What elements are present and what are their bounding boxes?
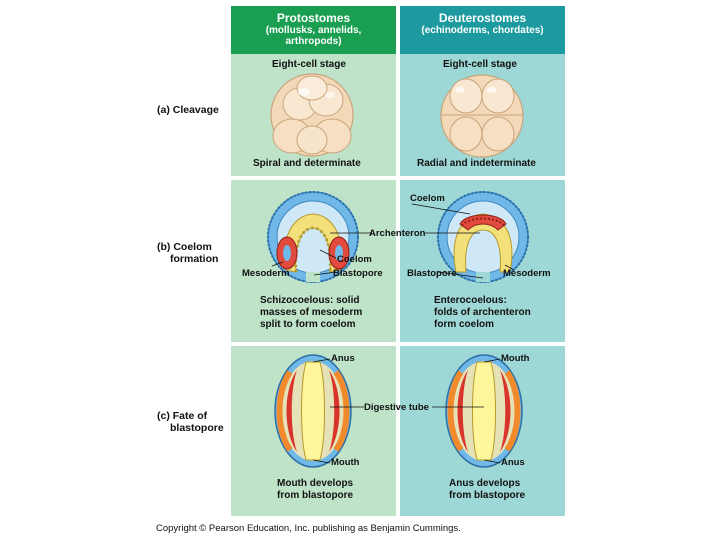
blastopore-label-deuterostome: Blastopore [407,268,457,279]
coelom-label-protostome: Coelom [337,254,372,265]
spiral-determinate-label: Spiral and determinate [253,158,361,169]
anus-label-deuterostome: Anus [501,457,525,468]
anus-develops-description: Anus develops from blastopore [449,478,525,502]
enterocoelous-line-3: form coelom [434,319,495,330]
enterocoelous-line-2: folds of archenteron [434,307,531,318]
anus-develops-line-2: from blastopore [449,490,526,501]
eight-cell-label-deuterostome: Eight-cell stage [443,59,517,70]
row-label-cleavage: (a) Cleavage [157,104,219,116]
mouth-develops-line-1: Mouth develops [277,478,354,489]
deuterostome-gut-embryo [445,354,523,468]
blastopore-label-protostome: Blastopore [333,268,383,279]
schizocoelous-line-1: Schizocoelous: solid [260,295,360,306]
anus-label-protostome: Anus [331,353,355,364]
row-label-blastopore-2: blastopore [170,422,224,434]
schizocoelous-embryo [267,191,359,283]
protostomes-header: Protostomes (mollusks, annelids, arthrop… [231,6,396,54]
copyright-notice: Copyright © Pearson Education, Inc. publ… [156,523,461,534]
radial-indeterminate-label: Radial and indeterminate [417,158,536,169]
deuterostomes-header: Deuterostomes (echinoderms, chordates) [400,6,565,54]
leader-lines [271,203,515,464]
enterocoelous-line-1: Enterocoelous: [434,295,507,306]
eight-cell-label-protostome: Eight-cell stage [272,59,346,70]
protostomes-examples-1: (mollusks, annelids, [265,25,362,36]
enterocoelous-description: Enterocoelous: folds of archenteron form… [434,295,531,331]
coelom-label-deuterostome: Coelom [410,193,445,204]
mouth-label-deuterostome: Mouth [501,353,530,364]
anus-develops-line-1: Anus develops [449,478,521,489]
mouth-label-protostome: Mouth [331,457,360,468]
eight-cell-radial-embryo [440,74,524,158]
archenteron-label: Archenteron [369,228,426,239]
enterocoelous-embryo [437,191,529,283]
row-label-coelom-1: (b) Coelom [157,241,212,253]
digestive-tube-label: Digestive tube [364,402,429,413]
mesoderm-label-protostome: Mesoderm [242,268,290,279]
deuterostomes-examples: (echinoderms, chordates) [421,25,544,36]
deuterostomes-title: Deuterostomes [438,11,527,25]
mouth-develops-line-2: from blastopore [277,490,354,501]
mouth-develops-description: Mouth develops from blastopore [277,478,353,502]
protostome-gut-embryo [274,354,352,468]
row-label-blastopore-1: (c) Fate of [157,410,208,422]
eight-cell-spiral-embryo [270,73,354,157]
row-label-coelom-2: formation [170,253,219,265]
schizocoelous-description: Schizocoelous: solid masses of mesoderm … [260,295,362,331]
schizocoelous-line-3: split to form coelom [260,319,356,330]
protostomes-examples-2: arthropods) [285,36,342,47]
mesoderm-label-deuterostome: Mesoderm [503,268,551,279]
schizocoelous-line-2: masses of mesoderm [260,307,363,318]
protostomes-title: Protostomes [276,11,351,25]
